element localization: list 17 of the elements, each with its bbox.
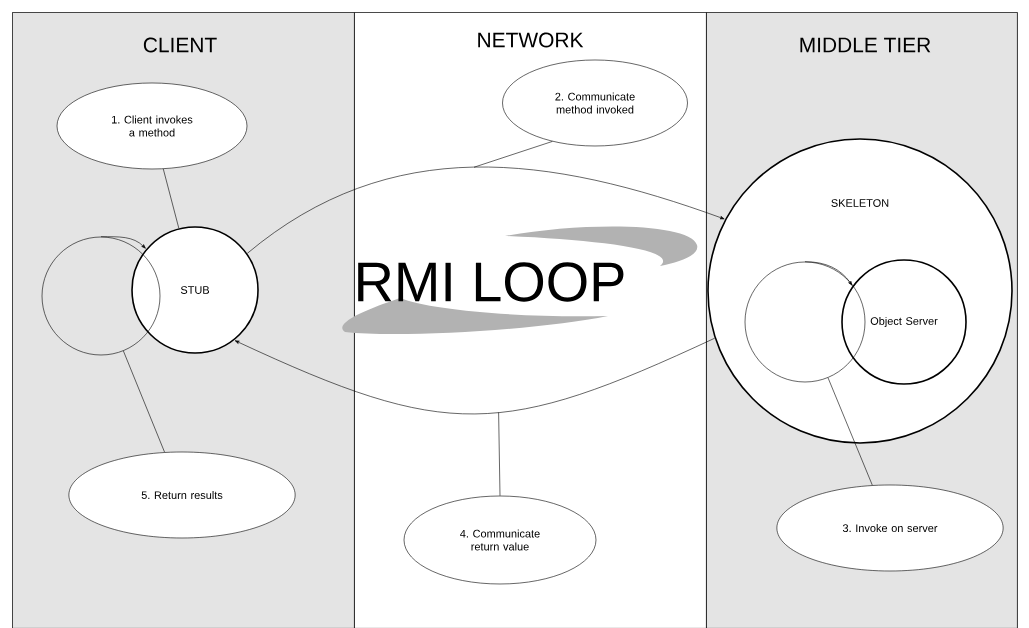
arrow bbox=[100, 236, 146, 249]
callout-bubble: 1. Client invokes a method bbox=[56, 82, 248, 170]
loop-circle bbox=[744, 261, 866, 383]
arrow bbox=[804, 261, 853, 286]
callout-bubble: 4. Communicate return value bbox=[403, 495, 597, 585]
callout-bubble: 5. Return results bbox=[68, 451, 296, 539]
leader-line bbox=[163, 168, 180, 229]
leader-line bbox=[473, 141, 553, 168]
loop-circle bbox=[41, 236, 161, 356]
leader-line bbox=[827, 377, 873, 486]
leader-line bbox=[498, 412, 501, 496]
arrow bbox=[246, 166, 725, 254]
callout-bubble: 3. Invoke on server bbox=[776, 484, 1004, 572]
arrow bbox=[234, 337, 715, 415]
callout-bubble: 2. Communicate method invoked bbox=[502, 59, 688, 147]
leader-line bbox=[123, 350, 165, 453]
loop-label: RMI LOOP bbox=[358, 262, 624, 302]
